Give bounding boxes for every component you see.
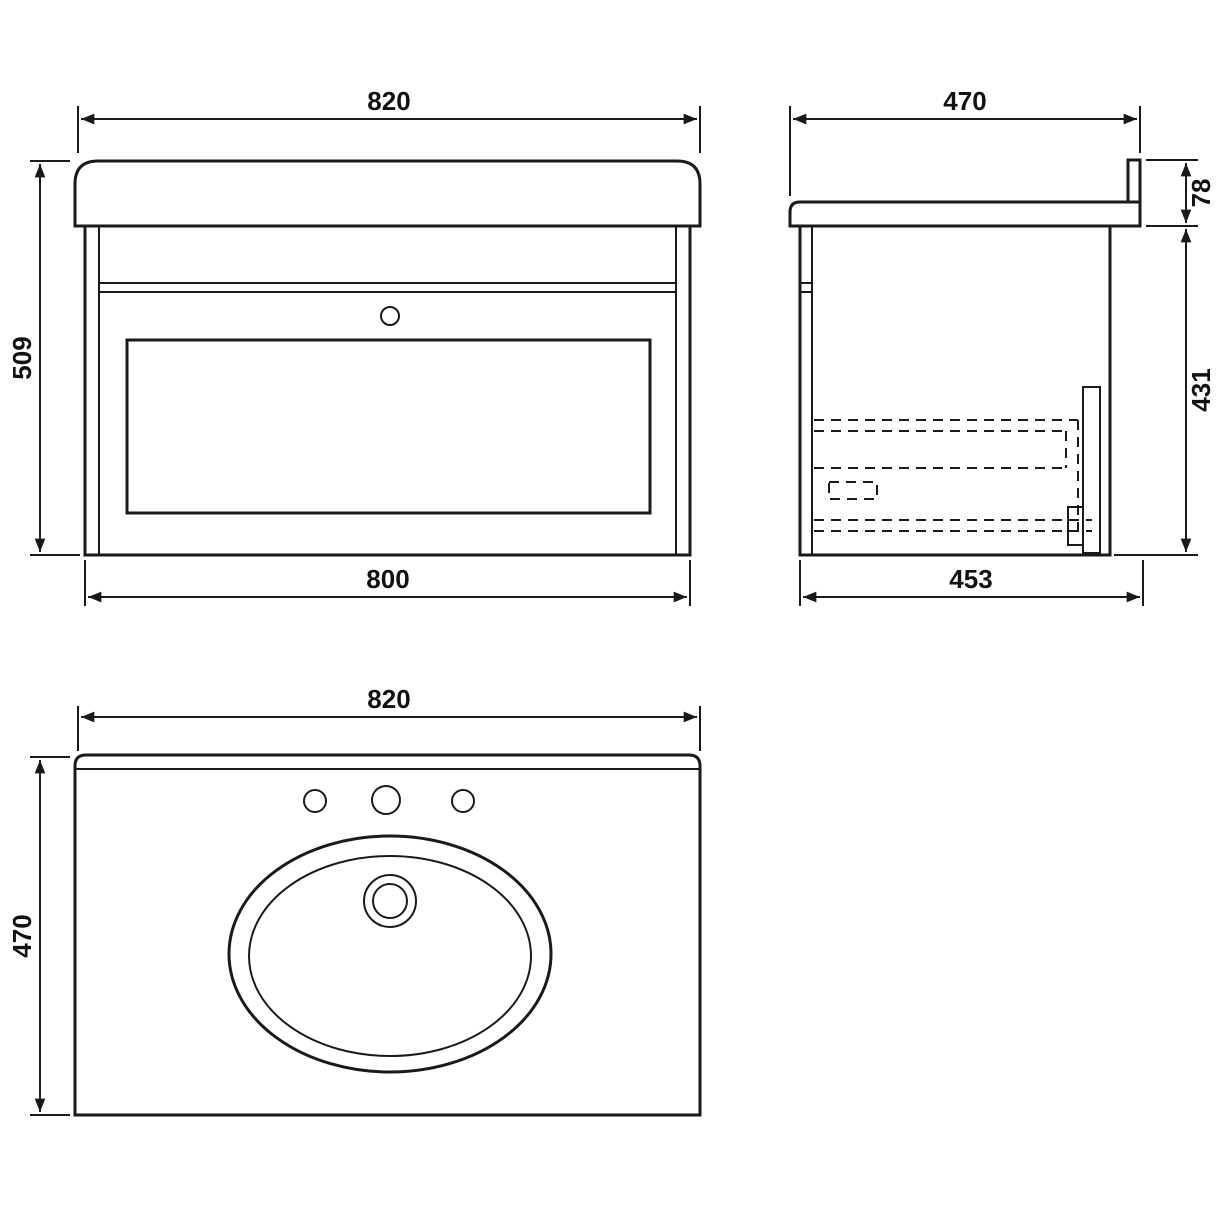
plan-top-dimension-label: 820: [367, 684, 410, 714]
side-cabinet-body: [798, 224, 1112, 557]
side-bottom-dimension: 453: [799, 560, 1144, 606]
plan-tap-hole-left: [303, 789, 327, 813]
front-left-dimension: 509: [7, 160, 80, 556]
side-wall-bracket: [1082, 386, 1101, 554]
plan-left-dimension: 470: [7, 756, 70, 1116]
plan-countertop-outline: [73, 753, 702, 1117]
front-handle-hole: [380, 306, 400, 326]
plan-top-dimension: 820: [77, 684, 701, 751]
plan-tap-hole-right: [451, 789, 475, 813]
front-countertop: [73, 159, 702, 228]
side-body-dimension: 431: [1114, 229, 1216, 556]
front-left-dimension-label: 509: [7, 336, 37, 379]
side-body-dimension-label: 431: [1186, 368, 1216, 411]
side-drawer-hidden-lines: [814, 419, 1092, 532]
hidden-fixing-detail: [828, 481, 878, 500]
side-wall-bracket-step: [1067, 506, 1083, 546]
side-upstand: [1126, 158, 1142, 204]
plan-waste-outer: [363, 874, 417, 928]
side-top-dimension: 470: [789, 86, 1141, 196]
plan-waste-inner: [372, 883, 408, 919]
side-upstand-dimension-label: 78: [1186, 179, 1216, 208]
front-bottom-dimension: 800: [84, 560, 691, 606]
front-cabinet-body: [83, 224, 692, 557]
front-view: 820 509 800: [7, 86, 702, 606]
front-top-dimension: 820: [77, 86, 701, 153]
side-upstand-dimension: 78: [1146, 159, 1216, 227]
front-top-dimension-label: 820: [367, 86, 410, 116]
plan-tap-hole-center: [371, 785, 401, 815]
front-drawer-recess-panel: [125, 338, 652, 515]
side-view: 470 78 431 453: [788, 86, 1216, 606]
front-bottom-dimension-label: 800: [366, 564, 409, 594]
plan-basin-inner: [248, 855, 532, 1057]
side-bottom-dimension-label: 453: [949, 564, 992, 594]
plan-view: 820 470: [7, 684, 702, 1117]
side-top-dimension-label: 470: [943, 86, 986, 116]
plan-basin-outer: [227, 834, 553, 1074]
side-countertop: [788, 200, 1142, 228]
plan-left-dimension-label: 470: [7, 914, 37, 957]
